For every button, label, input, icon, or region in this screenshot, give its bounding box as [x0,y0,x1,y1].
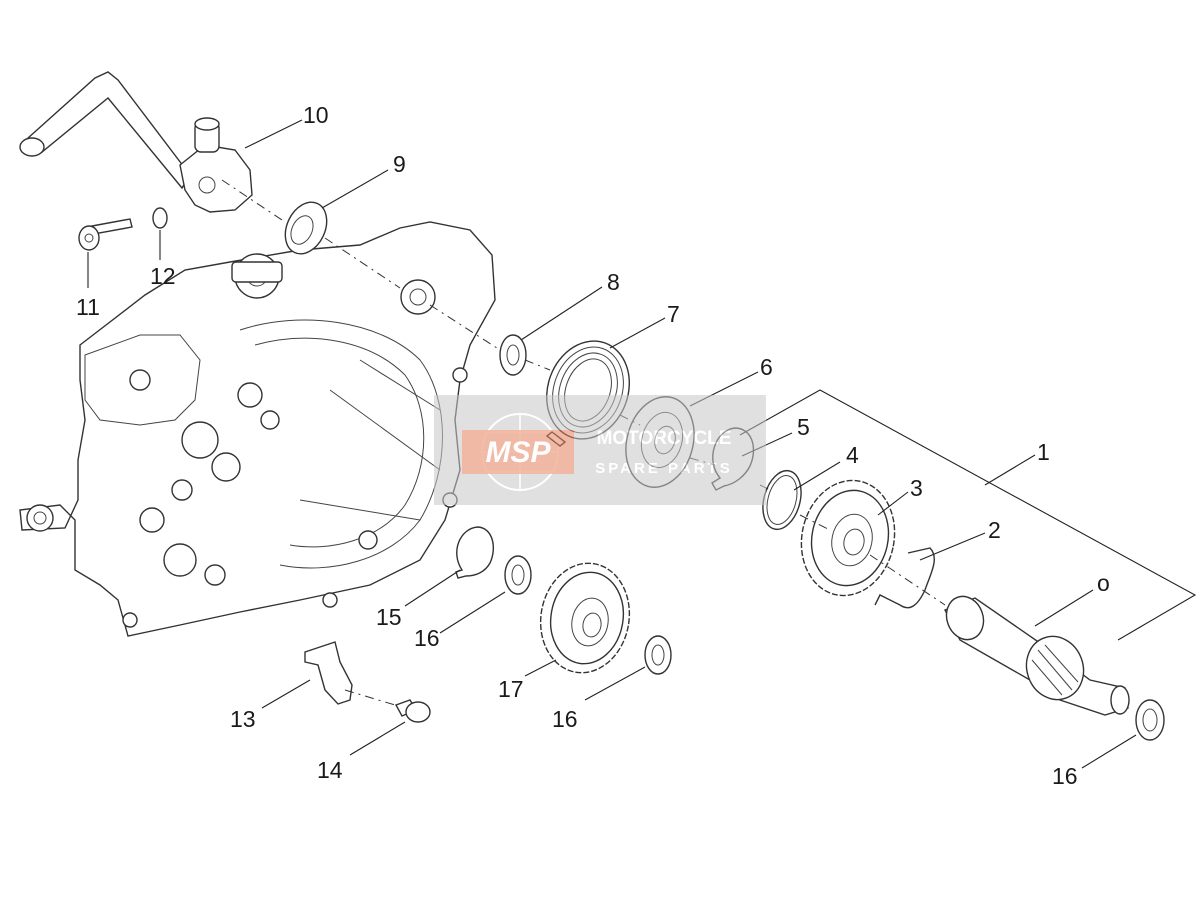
thrust-washer [499,334,527,376]
watermark-logo: MSP [485,436,551,469]
callout-6: 6 [760,354,773,380]
wire-clip [874,547,935,609]
callout-7: 7 [667,301,680,327]
callout-1: 1 [1037,439,1050,465]
washer-16-a [504,555,532,595]
gear-circlip [455,526,494,579]
assembly-axes [221,179,946,706]
group-bracket [739,389,1197,641]
callout-5: 5 [797,414,810,440]
callout-11: 11 [76,294,100,320]
snap-ring [762,469,802,531]
washer-16-c [1135,699,1165,741]
callout-15: 15 [376,604,402,630]
crankcase-cover [19,221,496,637]
flange-bolt [394,699,431,723]
callout-16-mid: 16 [552,706,578,732]
intermediate-gear [539,562,631,674]
callout-4: 4 [846,442,859,468]
watermark-line1: MOTORCYCLE [597,428,732,449]
oil-seal [284,201,328,255]
screw [78,218,133,251]
retaining-plate [304,641,353,705]
callout-0: o [1097,570,1110,596]
callout-9: 9 [393,151,406,177]
callout-8: 8 [607,269,620,295]
callout-14: 14 [317,757,343,783]
watermark-line2: SPARE PARTS [595,460,732,477]
kickstart-lever [19,71,253,213]
callout-17: 17 [498,676,524,702]
callout-10: 10 [303,102,329,128]
washer-16-b [644,635,672,675]
callout-3: 3 [910,475,923,501]
leader-lines [87,119,1137,769]
callout-16-right: 16 [1052,763,1078,789]
kickstart-shaft [944,595,1130,716]
callout-12: 12 [150,263,176,289]
callout-2: 2 [988,517,1001,543]
watermark: MSP MOTORCYCLE SPARE PARTS [434,395,766,505]
callout-labels: 1 2 3 4 5 6 7 8 9 10 11 12 13 14 15 16 1… [76,102,1110,789]
small-washer [152,207,168,229]
callout-16-left: 16 [414,625,440,651]
callout-13: 13 [230,706,256,732]
kickstart-gear [800,479,896,597]
